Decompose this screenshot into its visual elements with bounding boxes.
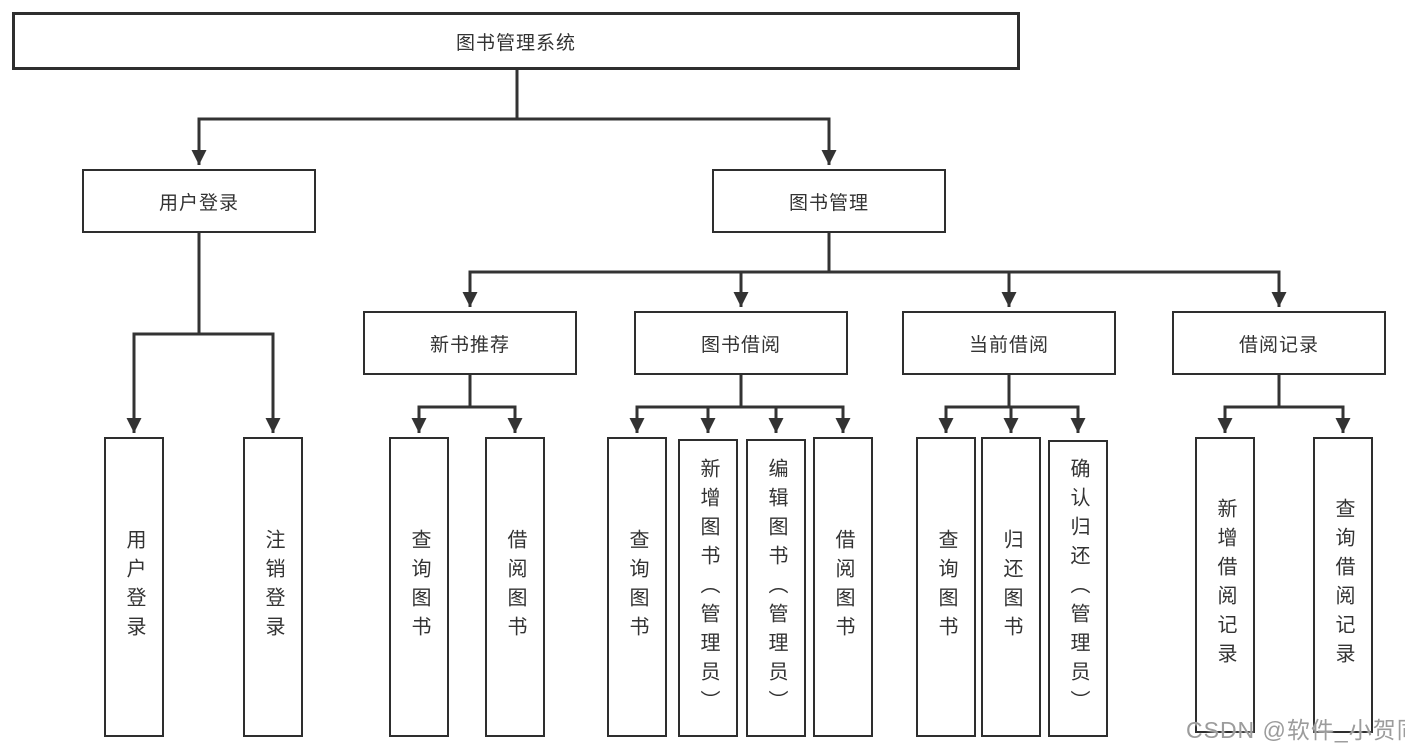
leaf-add-books-admin: 新增图书（管理员） bbox=[678, 439, 738, 737]
node-borrow-records: 借阅记录 bbox=[1172, 311, 1386, 375]
node-book-management: 图书管理 bbox=[712, 169, 946, 233]
leaf-edit-books-admin: 编辑图书（管理员） bbox=[746, 439, 806, 737]
node-label: 图书借阅 bbox=[700, 334, 781, 356]
leaf-query-books-current: 查询图书 bbox=[916, 437, 976, 737]
leaf-user-login: 用户登录 bbox=[104, 437, 164, 737]
leaf-borrow-books: 借阅图书 bbox=[813, 437, 873, 737]
node-label: 用户登录 bbox=[158, 192, 239, 214]
node-label: 新增借阅记录 bbox=[1214, 498, 1236, 672]
node-user-login: 用户登录 bbox=[82, 169, 316, 233]
node-label: 新书推荐 bbox=[429, 334, 510, 356]
leaf-confirm-return-admin: 确认归还（管理员） bbox=[1048, 440, 1108, 737]
node-label: 归还图书 bbox=[1000, 529, 1022, 645]
node-current-borrow: 当前借阅 bbox=[902, 311, 1116, 375]
node-label: 新增图书（管理员） bbox=[697, 457, 719, 719]
node-library-management-system: 图书管理系统 bbox=[12, 12, 1020, 70]
node-label: 图书管理系统 bbox=[455, 32, 576, 54]
connector-segments bbox=[126, 70, 1351, 433]
leaf-query-books-recommend: 查询图书 bbox=[389, 437, 449, 737]
node-label: 查询图书 bbox=[935, 529, 957, 645]
node-label: 查询图书 bbox=[408, 529, 430, 645]
node-book-borrow: 图书借阅 bbox=[634, 311, 848, 375]
leaf-return-books: 归还图书 bbox=[981, 437, 1041, 737]
node-label: 图书管理 bbox=[788, 192, 869, 214]
leaf-query-books-borrow: 查询图书 bbox=[607, 437, 667, 737]
node-new-book-recommend: 新书推荐 bbox=[363, 311, 577, 375]
node-label: 借阅记录 bbox=[1238, 334, 1319, 356]
node-label: 查询借阅记录 bbox=[1332, 498, 1354, 672]
leaf-query-borrow-record: 查询借阅记录 bbox=[1313, 437, 1373, 733]
node-label: 借阅图书 bbox=[504, 529, 526, 645]
csdn-watermark: CSDN @软件_小贺同学 bbox=[1186, 717, 1405, 743]
node-label: 用户登录 bbox=[123, 529, 145, 645]
leaf-add-borrow-record: 新增借阅记录 bbox=[1195, 437, 1255, 733]
node-label: 确认归还（管理员） bbox=[1067, 458, 1089, 719]
node-label: 借阅图书 bbox=[832, 529, 854, 645]
leaf-borrow-books-recommend: 借阅图书 bbox=[485, 437, 545, 737]
node-label: 当前借阅 bbox=[968, 334, 1049, 356]
node-label: 查询图书 bbox=[626, 529, 648, 645]
node-label: 编辑图书（管理员） bbox=[765, 457, 787, 719]
leaf-logout: 注销登录 bbox=[243, 437, 303, 737]
node-label: 注销登录 bbox=[262, 529, 284, 645]
